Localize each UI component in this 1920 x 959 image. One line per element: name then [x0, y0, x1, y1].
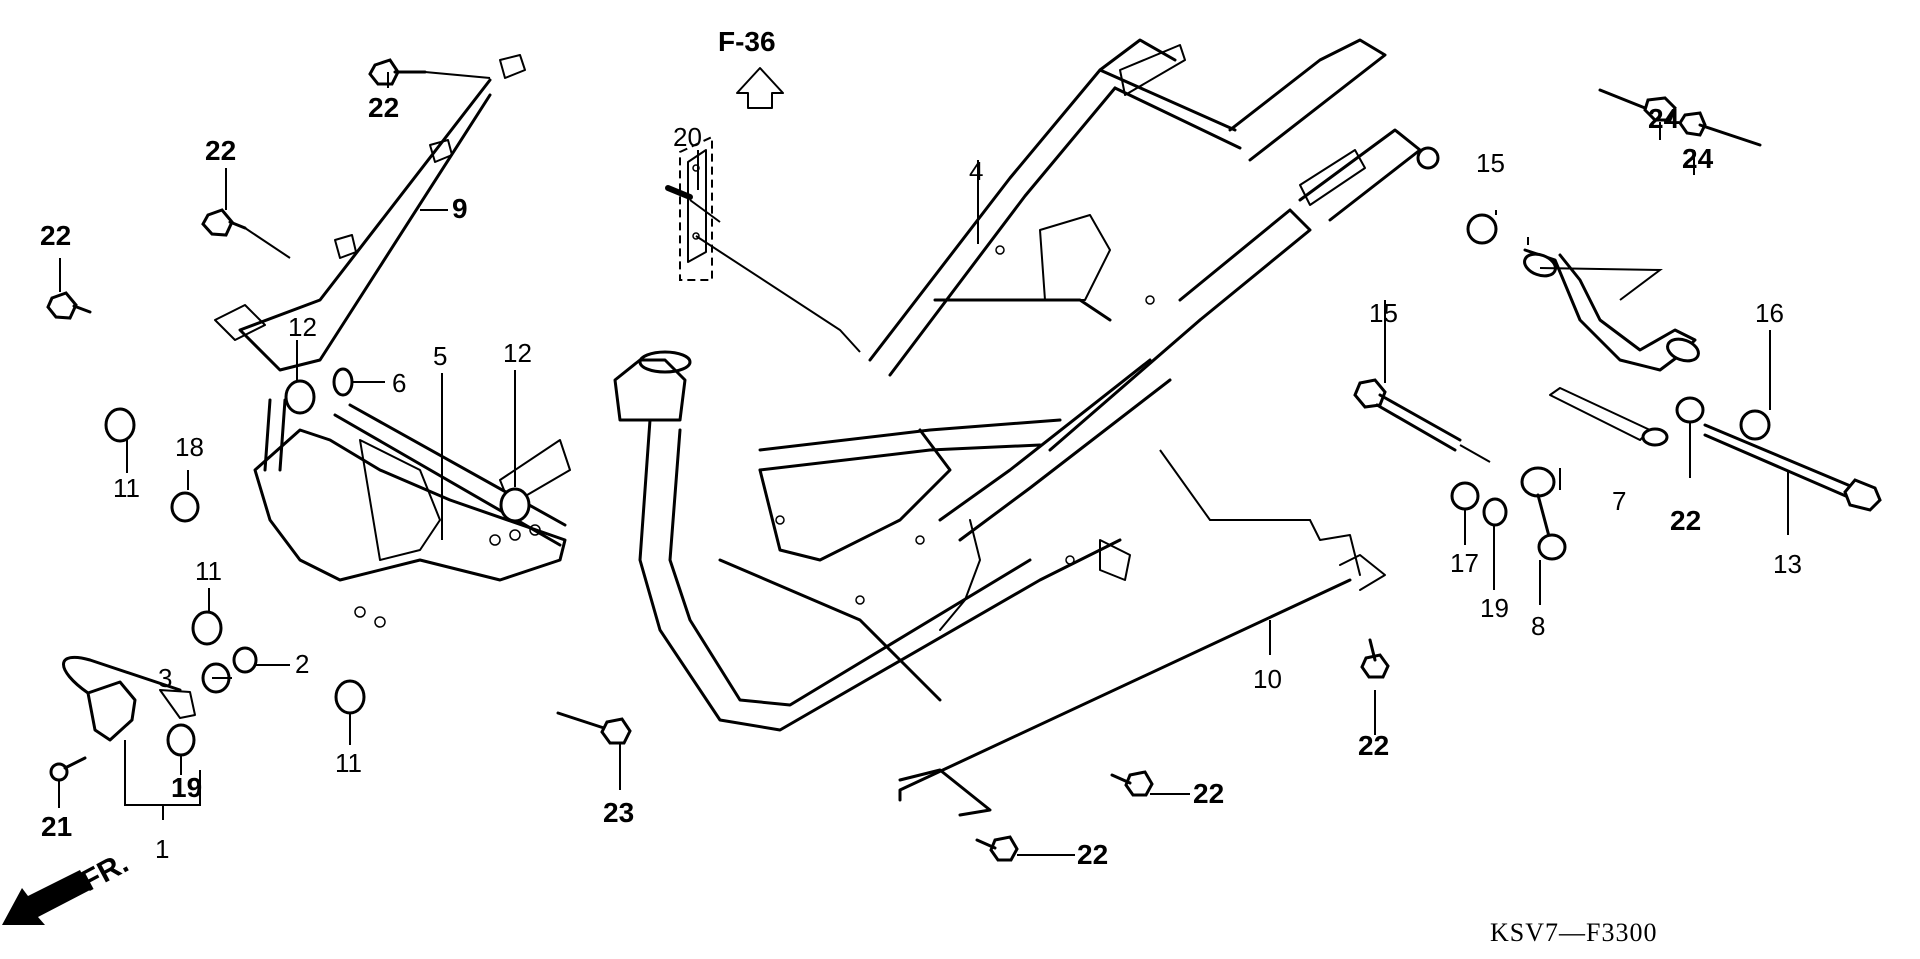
callout-21[interactable]: 22	[1670, 505, 1701, 536]
callout-12[interactable]: 12	[503, 338, 532, 368]
callout-10[interactable]: 10	[1253, 664, 1282, 694]
callout-14[interactable]: 15	[1369, 298, 1398, 328]
callout-8[interactable]: 8	[1531, 611, 1545, 641]
part-9-bar	[214, 54, 526, 372]
main-frame	[613, 38, 1440, 732]
callout-15[interactable]: 17	[1450, 548, 1479, 578]
callout-9[interactable]: 9	[452, 193, 468, 224]
callout-15[interactable]: 16	[1755, 298, 1784, 328]
callout-22[interactable]: 22	[1077, 839, 1108, 870]
part-24-bolts	[1598, 88, 1762, 147]
callout-13[interactable]: 13	[1773, 549, 1802, 579]
small-parts	[46, 58, 1771, 862]
front-arrow-icon	[2, 870, 90, 925]
callout-1[interactable]: 1	[155, 834, 169, 864]
callout-16[interactable]: 18	[175, 432, 204, 462]
callout-11[interactable]: 11	[335, 748, 362, 778]
callout-24[interactable]: 24	[1648, 103, 1680, 134]
callout-11[interactable]: 11	[113, 473, 140, 503]
callout-11[interactable]: 11	[195, 556, 222, 586]
reference-label[interactable]: F-36	[718, 26, 776, 57]
callout-2[interactable]: 2	[295, 649, 309, 679]
callout-6[interactable]: 6	[392, 368, 406, 398]
callout-24[interactable]: 24	[1682, 143, 1714, 174]
part-13-bolt	[1703, 423, 1882, 512]
callout-15[interactable]: 15	[1476, 148, 1505, 178]
callout-5[interactable]: 5	[433, 341, 447, 371]
front-direction-indicator: FR.	[2, 846, 134, 925]
part-10-rail	[898, 449, 1386, 817]
callout-labels: 22 22 22 9 4 20 12 6 5 12 11 18 11 11 3 …	[40, 92, 1802, 870]
part-14-bolt	[1353, 378, 1491, 463]
callout-17[interactable]: 19	[1480, 593, 1509, 623]
callout-4[interactable]: 4	[969, 156, 983, 186]
callout-18[interactable]: 20	[673, 122, 702, 152]
callout-22[interactable]: 22	[205, 135, 236, 166]
callout-22[interactable]: 22	[1358, 730, 1389, 761]
part-7-bracket	[1523, 237, 1700, 447]
callout-22[interactable]: 22	[40, 220, 71, 251]
part-8-link	[1520, 466, 1567, 561]
diagram-code: KSV7—F3300	[1490, 918, 1657, 947]
callout-3[interactable]: 3	[158, 663, 172, 693]
callout-12[interactable]: 12	[288, 312, 317, 342]
callout-23[interactable]: 23	[603, 797, 634, 828]
callout-22[interactable]: 22	[1193, 778, 1224, 809]
callout-22[interactable]: 22	[368, 92, 399, 123]
part-18-bracket	[665, 135, 861, 353]
callout-7[interactable]: 7	[1612, 486, 1626, 516]
leader-lines	[58, 72, 1789, 856]
callout-20[interactable]: 21	[41, 811, 72, 842]
reference-arrow-icon	[736, 67, 784, 109]
callout-19[interactable]: 19	[171, 772, 202, 803]
